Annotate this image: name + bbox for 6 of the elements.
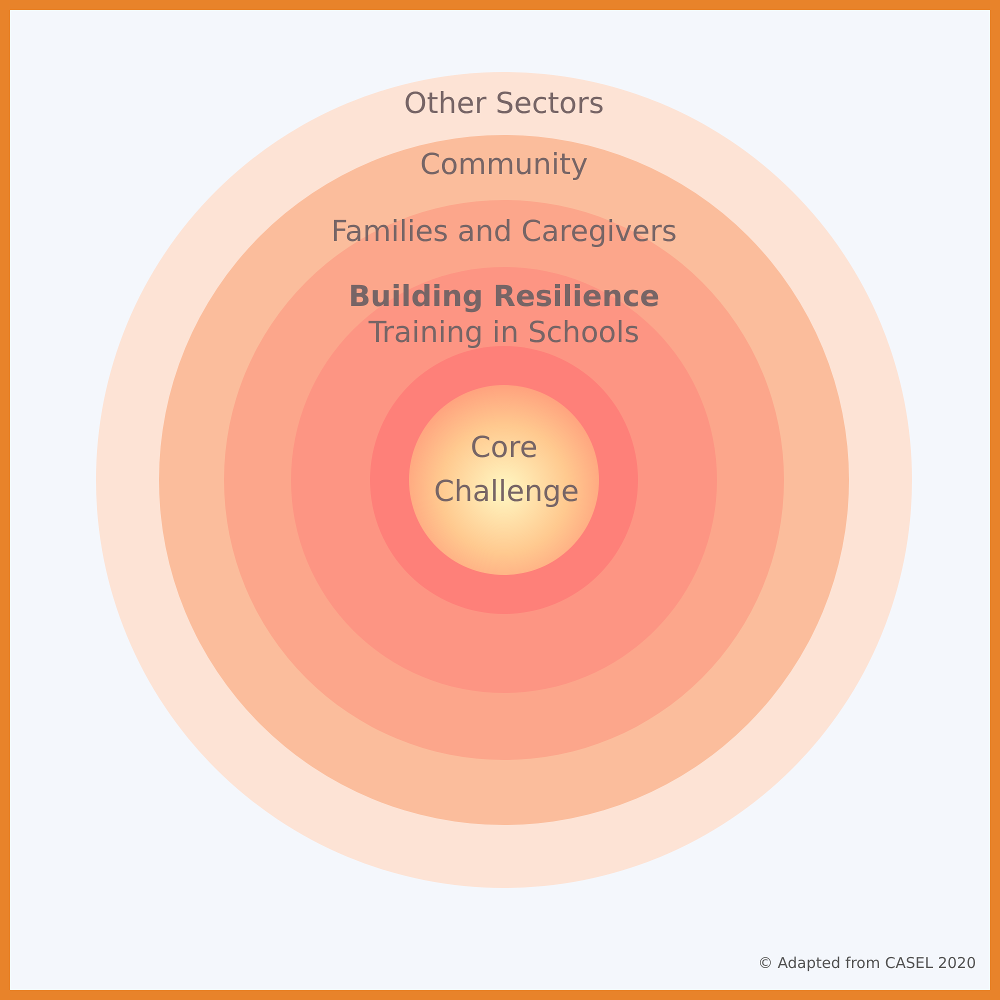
ring-heading: Building Resilience [347,279,661,313]
ring-label: Community [419,147,589,181]
ring-label: Training in Schools [368,315,640,349]
ring-label: Other Sectors [403,86,605,120]
source-note: © Adapted from CASEL 2020 [758,954,976,972]
ring-label: Families and Caregivers [330,214,678,248]
